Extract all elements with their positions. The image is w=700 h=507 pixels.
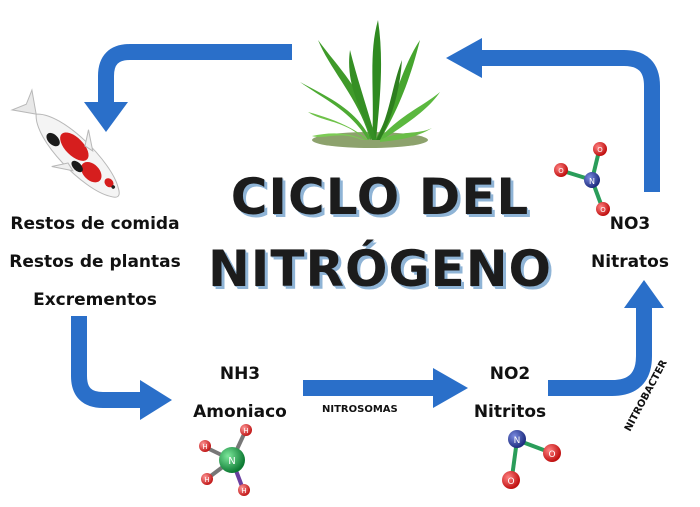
ammonia-molecule-icon: N H H H H — [199, 424, 252, 496]
plant-icon — [300, 20, 440, 148]
source-item: Restos de plantas — [9, 252, 181, 272]
arrow-no3-to-plant — [446, 38, 660, 192]
no3-formula: NO3 — [609, 214, 651, 234]
arrow-no2-to-no3 — [548, 280, 664, 396]
nh3-atom-n: N — [228, 456, 235, 467]
svg-text:O: O — [600, 206, 606, 214]
svg-text:O: O — [507, 477, 514, 487]
svg-text:H: H — [204, 476, 209, 484]
source-item: Restos de comida — [10, 214, 180, 234]
no3-name: Nitratos — [591, 252, 669, 272]
title-line-1: CICLO DEL — [230, 168, 530, 226]
no2-name: Nitritos — [473, 402, 547, 422]
nitrite-molecule-icon: N O O — [502, 430, 561, 489]
arrow-plant-to-fish — [84, 44, 292, 132]
source-item: Excrementos — [33, 290, 157, 310]
nh3-name: Amoniaco — [193, 402, 287, 422]
svg-text:N: N — [514, 436, 521, 446]
koi-fish-icon — [10, 88, 120, 198]
svg-text:O: O — [558, 167, 564, 175]
no2-formula: NO2 — [489, 364, 531, 384]
enzyme-nitrosomas-label: NITROSOMAS — [322, 404, 398, 415]
svg-text:N: N — [589, 177, 595, 186]
nh3-compound: NH3 Amoniaco — [185, 355, 295, 431]
nh3-formula: NH3 — [219, 364, 261, 384]
no2-compound: NO2 Nitritos — [465, 355, 555, 431]
svg-text:O: O — [548, 450, 555, 460]
arrow-nh3-to-no2 — [303, 368, 468, 408]
title-line-2: NITRÓGENO — [207, 240, 553, 298]
svg-text:H: H — [243, 427, 248, 435]
svg-text:O: O — [597, 146, 603, 154]
no3-compound: NO3 Nitratos — [580, 205, 680, 281]
sources-list: Restos de comida Restos de plantas Excre… — [0, 205, 190, 319]
nitrate-molecule-icon: N O O O — [554, 142, 610, 216]
arrow-sources-to-nh3 — [71, 316, 172, 420]
svg-text:H: H — [202, 443, 207, 451]
svg-text:H: H — [241, 487, 246, 495]
